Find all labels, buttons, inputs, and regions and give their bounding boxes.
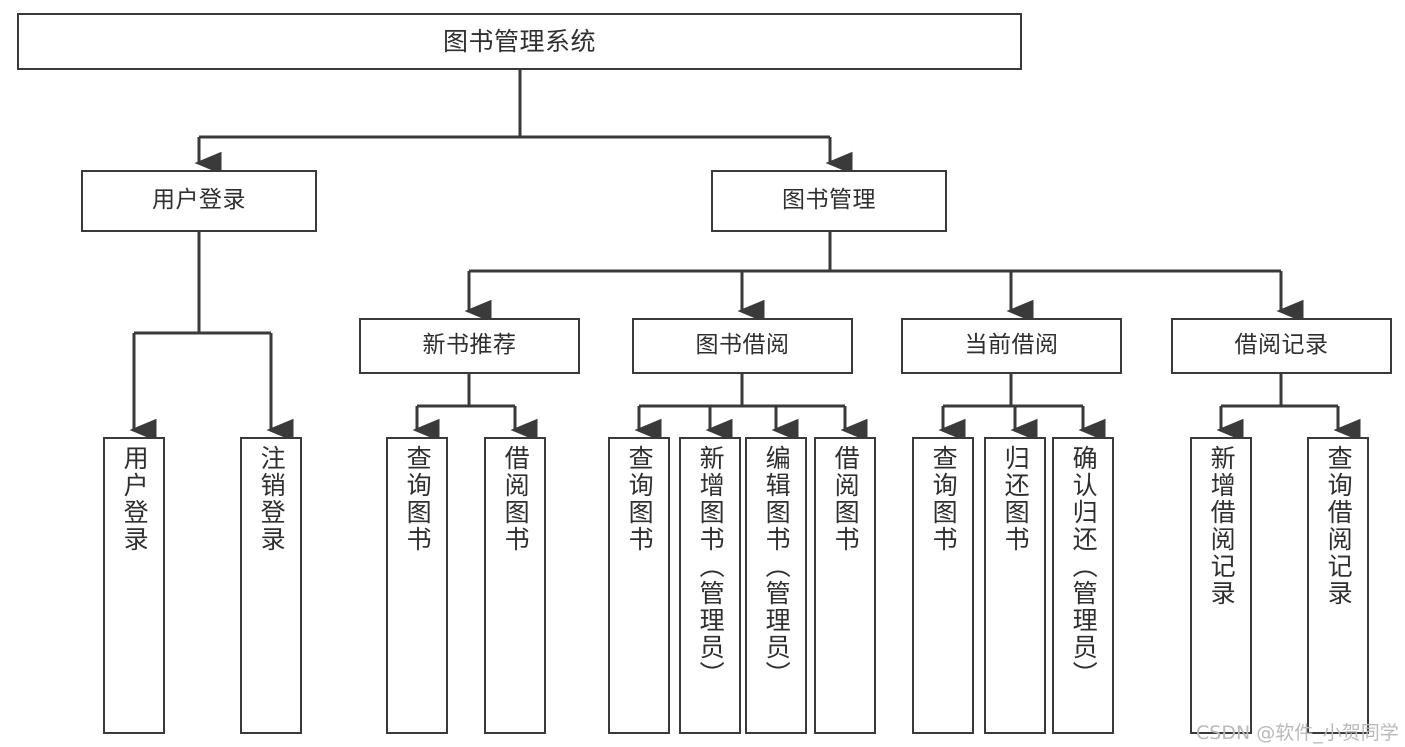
node-label-current-borrow: 当前借阅	[964, 332, 1059, 359]
node-leaf-return[interactable]: 归还图书	[984, 437, 1046, 734]
node-label-leaf-query-3: 查询图书	[929, 445, 959, 553]
node-leaf-add-book[interactable]: 新增图书（管理员）	[679, 437, 741, 734]
node-leaf-borrow-1[interactable]: 借阅图书	[484, 437, 546, 734]
node-label-book-borrow: 图书借阅	[695, 332, 790, 359]
node-leaf-query-3[interactable]: 查询图书	[912, 437, 974, 734]
node-leaf-edit-book[interactable]: 编辑图书（管理员）	[745, 437, 807, 734]
node-leaf-query-2[interactable]: 查询图书	[608, 437, 670, 734]
node-leaf-query-rec[interactable]: 查询借阅记录	[1307, 437, 1369, 734]
node-label-leaf-add-rec: 新增借阅记录	[1207, 445, 1237, 607]
node-user-login[interactable]: 用户登录	[81, 170, 317, 232]
node-label-leaf-edit-book: 编辑图书（管理员）	[762, 445, 792, 688]
node-root[interactable]: 图书管理系统	[17, 13, 1022, 70]
node-leaf-borrow-2[interactable]: 借阅图书	[814, 437, 876, 734]
node-label-leaf-query-rec: 查询借阅记录	[1324, 445, 1354, 607]
node-label-leaf-logout: 注销登录	[257, 445, 287, 553]
node-label-leaf-query-1: 查询图书	[403, 445, 433, 553]
node-current-borrow[interactable]: 当前借阅	[901, 318, 1122, 374]
node-leaf-user-login[interactable]: 用户登录	[103, 437, 165, 734]
node-label-leaf-borrow-1: 借阅图书	[501, 445, 531, 553]
node-label-leaf-query-2: 查询图书	[625, 445, 655, 553]
node-new-book-rec[interactable]: 新书推荐	[359, 318, 580, 374]
node-label-leaf-user-login: 用户登录	[120, 445, 150, 553]
node-label-book-manage: 图书管理	[782, 187, 876, 214]
csdn-watermark: CSDN @软件_小贺同学	[1196, 722, 1399, 744]
node-label-root: 图书管理系统	[442, 26, 596, 56]
node-borrow-record[interactable]: 借阅记录	[1171, 318, 1392, 374]
node-book-borrow[interactable]: 图书借阅	[632, 318, 853, 374]
node-leaf-logout[interactable]: 注销登录	[240, 437, 302, 734]
node-leaf-query-1[interactable]: 查询图书	[386, 437, 448, 734]
node-label-leaf-return: 归还图书	[1001, 445, 1031, 553]
node-label-leaf-add-book: 新增图书（管理员）	[696, 445, 726, 688]
node-label-borrow-record: 借阅记录	[1234, 332, 1329, 359]
node-leaf-confirm[interactable]: 确认归还（管理员）	[1052, 437, 1114, 734]
node-label-user-login: 用户登录	[152, 187, 246, 214]
node-label-new-book-rec: 新书推荐	[422, 332, 517, 359]
node-leaf-add-rec[interactable]: 新增借阅记录	[1190, 437, 1252, 734]
node-label-leaf-confirm: 确认归还（管理员）	[1069, 445, 1099, 688]
node-label-leaf-borrow-2: 借阅图书	[831, 445, 861, 553]
node-book-manage[interactable]: 图书管理	[711, 170, 947, 232]
